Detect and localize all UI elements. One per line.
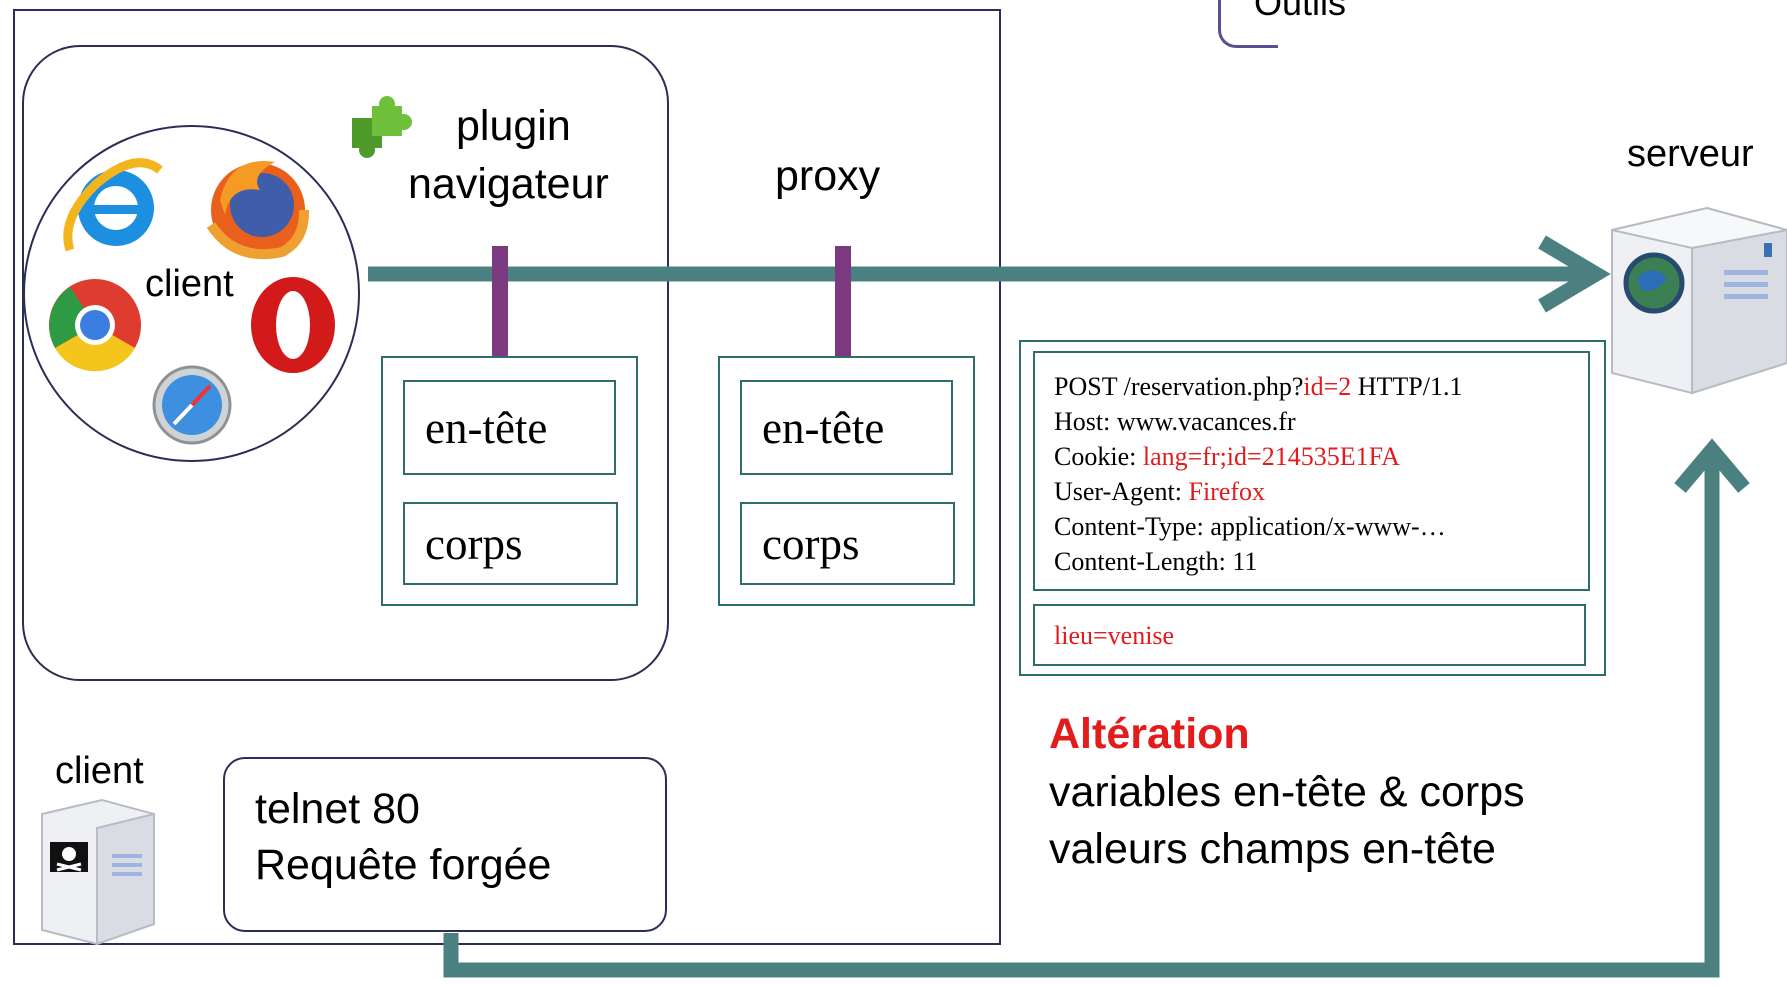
telnet-box: telnet 80 Requête forgée bbox=[223, 757, 667, 932]
plugin-packet: en-tête corps bbox=[381, 356, 638, 606]
main-arrow-head bbox=[1538, 235, 1611, 313]
http-request-panel bbox=[1019, 340, 1606, 676]
client-label: client bbox=[145, 263, 234, 305]
server-label: serveur bbox=[1627, 133, 1754, 175]
forged-arrow-head bbox=[1674, 438, 1750, 493]
http-request-headers: POST /reservation.php?id=2 HTTP/1.1 Host… bbox=[1033, 351, 1590, 591]
tools-label: Outils bbox=[1254, 0, 1347, 23]
cookie-header: Cookie: lang=fr;id=214535E1FA bbox=[1054, 442, 1400, 471]
proxy-header-label: en-tête bbox=[762, 403, 885, 453]
telnet-line: telnet 80 bbox=[255, 785, 420, 833]
user-agent-header: User-Agent: Firefox bbox=[1054, 477, 1266, 506]
plugin-packet-header: en-tête bbox=[403, 380, 616, 475]
forged-client-label: client bbox=[55, 750, 144, 792]
http-request-body: lieu=venise bbox=[1033, 604, 1586, 666]
alteration-line1: variables en-tête & corps bbox=[1049, 768, 1525, 816]
plugin-label: plugin bbox=[456, 102, 571, 150]
tools-bracket bbox=[1218, 0, 1278, 48]
browser-client-circle bbox=[23, 125, 360, 462]
request-body-text: lieu=venise bbox=[1054, 621, 1175, 650]
content-length-header: Content-Length: 11 bbox=[1054, 547, 1258, 576]
plugin-header-label: en-tête bbox=[425, 403, 548, 453]
navigator-label: navigateur bbox=[408, 160, 609, 208]
content-type-header: Content-Type: application/x-www-… bbox=[1054, 512, 1446, 541]
forged-request-line: Requête forgée bbox=[255, 841, 552, 889]
alteration-title: Altération bbox=[1049, 710, 1250, 758]
host-header: Host: www.vacances.fr bbox=[1054, 407, 1296, 436]
request-line: POST /reservation.php?id=2 HTTP/1.1 bbox=[1054, 372, 1463, 401]
proxy-body-label: corps bbox=[762, 519, 860, 569]
attack-surface-frame bbox=[13, 9, 1001, 945]
plugin-body-label: corps bbox=[425, 519, 523, 569]
proxy-label: proxy bbox=[775, 152, 881, 200]
plugin-packet-body: corps bbox=[403, 502, 618, 585]
proxy-packet: en-tête corps bbox=[718, 356, 975, 606]
forged-request-arrow bbox=[443, 452, 1720, 978]
proxy-packet-header: en-tête bbox=[740, 380, 953, 475]
proxy-packet-body: corps bbox=[740, 502, 955, 585]
browser-group-box bbox=[22, 45, 669, 681]
alteration-line2: valeurs champs en-tête bbox=[1049, 825, 1496, 873]
